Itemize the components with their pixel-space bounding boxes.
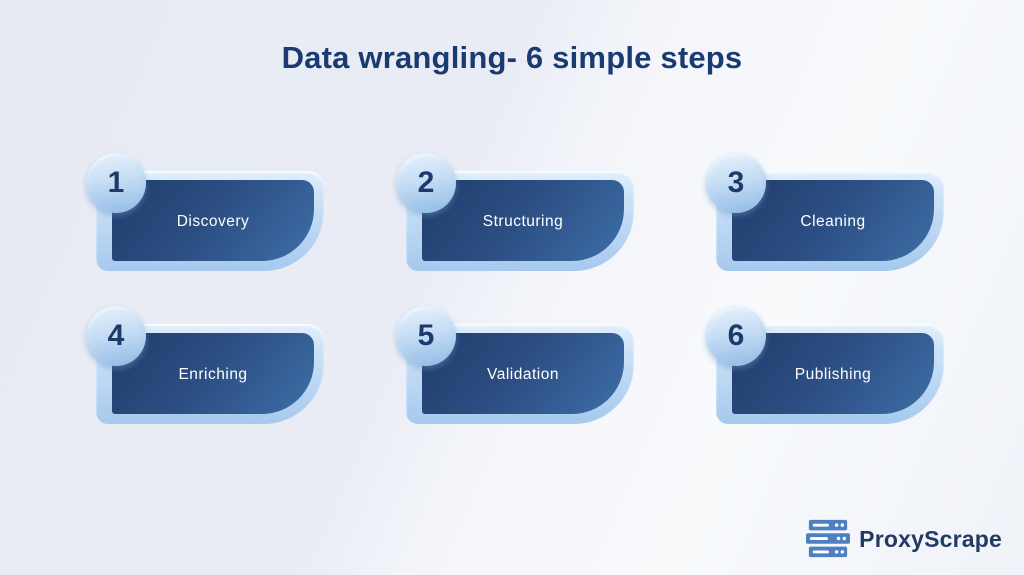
step-card-6: Publishing 6 [706, 303, 946, 433]
step-card-1: Discovery 1 [86, 150, 326, 280]
step-number-badge-inner: 4 [90, 310, 142, 362]
step-number: 6 [727, 319, 745, 352]
card-body: Structuring [422, 180, 624, 261]
step-label: Validation [487, 365, 559, 383]
card-body: Validation [422, 333, 624, 414]
step-number-badge: 4 [86, 306, 146, 366]
card-body: Publishing [732, 333, 934, 414]
step-number: 2 [417, 166, 435, 199]
step-number: 1 [107, 166, 125, 199]
server-stack-icon [806, 519, 851, 558]
step-number: 4 [107, 319, 125, 352]
step-number-badge: 2 [396, 153, 456, 213]
brand-logo: ProxyScrape [806, 519, 1002, 559]
brand-name: ProxyScrape [859, 525, 1002, 552]
step-label: Structuring [482, 212, 564, 230]
step-number: 3 [727, 166, 745, 199]
step-label: Cleaning [800, 212, 866, 230]
step-number-badge: 5 [396, 306, 456, 366]
step-number-badge-inner: 2 [400, 157, 452, 209]
step-number-badge-inner: 3 [710, 157, 762, 209]
step-label: Discovery [176, 212, 250, 230]
step-number-badge-inner: 1 [90, 157, 142, 209]
step-card-2: Structuring 2 [396, 150, 636, 280]
card-body: Cleaning [732, 180, 934, 261]
step-number-badge-inner: 6 [710, 310, 762, 362]
step-number-badge: 3 [706, 153, 766, 213]
step-card-4: Enriching 4 [86, 303, 326, 433]
card-body: Enriching [112, 333, 314, 414]
step-number-badge-inner: 5 [400, 310, 452, 362]
step-number-badge: 6 [706, 306, 766, 366]
page-title: Data wrangling- 6 simple steps [281, 40, 743, 75]
step-card-5: Validation 5 [396, 303, 636, 433]
step-number: 5 [417, 319, 435, 352]
step-number-badge: 1 [86, 153, 146, 213]
card-body: Discovery [112, 180, 314, 261]
step-card-3: Cleaning 3 [706, 150, 946, 280]
step-label: Enriching [178, 365, 248, 383]
step-label: Publishing [794, 365, 872, 383]
